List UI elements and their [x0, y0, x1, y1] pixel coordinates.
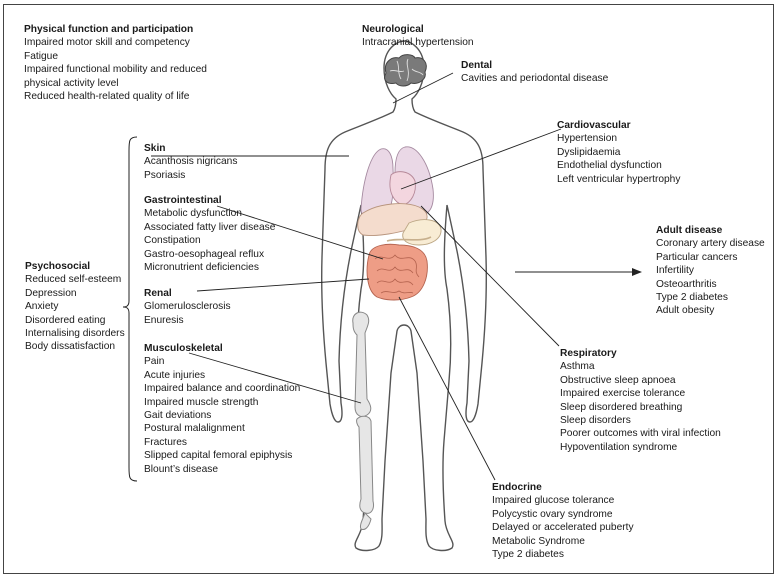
- group-item: Acute injuries: [144, 369, 206, 381]
- group-item: Type 2 diabetes: [656, 292, 728, 304]
- group-item: Postural malalignment: [144, 423, 245, 435]
- group-item: Disordered eating: [25, 314, 106, 326]
- group-title: Neurological: [362, 24, 424, 35]
- group-title: Skin: [144, 143, 166, 154]
- group-item: Impaired motor skill and competency: [24, 37, 190, 49]
- group-title: Musculoskeletal: [144, 343, 223, 354]
- group-item: Poorer outcomes with viral infection: [560, 428, 721, 440]
- group-item: Pain: [144, 356, 165, 368]
- group-item: Associated fatty liver disease: [144, 221, 276, 233]
- group-item: Impaired glucose tolerance: [492, 495, 615, 507]
- group-item: Polycystic ovary syndrome: [492, 508, 613, 520]
- group-title: Adult disease: [656, 225, 723, 236]
- group-item: Metabolic dysfunction: [144, 208, 242, 220]
- group-item: Reduced self-esteem: [25, 274, 122, 286]
- group-item: Fractures: [144, 436, 188, 448]
- group-item: Enuresis: [144, 314, 184, 326]
- group-item: Gastro-oesophageal reflux: [144, 248, 265, 260]
- brain-shape: [384, 54, 427, 87]
- group-item: Intracranial hypertension: [362, 37, 474, 49]
- group-neurological: Neurological Intracranial hypertension: [362, 23, 474, 50]
- group-item: Slipped capital femoral epiphysis: [144, 450, 293, 462]
- group-item: Anxiety: [25, 301, 59, 313]
- group-title: Physical function and participation: [24, 24, 194, 35]
- group-item: Gait deviations: [144, 410, 212, 422]
- group-item: Infertility: [656, 265, 694, 277]
- group-title: Gastrointestinal: [144, 195, 222, 206]
- group-title: Dental: [461, 60, 493, 71]
- group-item: Dyslipidaemia: [557, 146, 621, 158]
- stomach-shape: [402, 219, 442, 246]
- group-item: Impaired balance and coordination: [144, 383, 301, 395]
- group-item: Particular cancers: [656, 251, 738, 263]
- left-bracket: [122, 136, 138, 482]
- group-item: Cavities and periodontal disease: [461, 73, 609, 85]
- group-item: Metabolic Syndrome: [492, 535, 585, 547]
- figure-frame: Physical function and participation Impa…: [3, 4, 774, 574]
- group-item: Type 2 diabetes: [492, 549, 564, 561]
- group-item: Psoriasis: [144, 169, 186, 181]
- group-item: Asthma: [560, 361, 595, 373]
- group-item: Hypertension: [557, 133, 618, 145]
- group-item: Internalising disorders: [25, 328, 125, 340]
- group-title: Renal: [144, 288, 172, 299]
- group-item: Endothelial dysfunction: [557, 160, 662, 172]
- group-skin: Skin Acanthosis nigricans Psoriasis: [144, 142, 237, 182]
- group-dental: Dental Cavities and periodontal disease: [461, 59, 608, 86]
- group-title: Psychosocial: [25, 261, 91, 272]
- group-item: Osteoarthritis: [656, 278, 717, 290]
- tibia-bone: [356, 415, 374, 514]
- group-endocrine: Endocrine Impaired glucose tolerance Pol…: [492, 481, 634, 561]
- group-physical: Physical function and participation Impa…: [24, 23, 234, 103]
- group-item: Hypoventilation syndrome: [560, 441, 678, 453]
- group-item: Impaired muscle strength: [144, 396, 259, 408]
- group-item: Adult obesity: [656, 305, 715, 317]
- group-item: Reduced health-related quality of life: [24, 91, 190, 103]
- femur-bone: [352, 311, 372, 418]
- group-item: Glomerulosclerosis: [144, 301, 231, 313]
- group-item: Impaired functional mobility and reduced…: [24, 64, 207, 89]
- group-item: Acanthosis nigricans: [144, 156, 238, 168]
- body-outline: [321, 40, 487, 552]
- group-title: Endocrine: [492, 482, 542, 493]
- group-item: Sleep disorders: [560, 415, 631, 427]
- group-item: Left ventricular hypertrophy: [557, 173, 681, 185]
- group-item: Delayed or accelerated puberty: [492, 522, 634, 534]
- group-item: Constipation: [144, 235, 201, 247]
- group-renal: Renal Glomerulosclerosis Enuresis: [144, 287, 231, 327]
- group-item: Sleep disordered breathing: [560, 401, 683, 413]
- group-item: Impaired exercise tolerance: [560, 388, 686, 400]
- group-gastrointestinal: Gastrointestinal Metabolic dysfunction A…: [144, 194, 275, 274]
- group-item: Coronary artery disease: [656, 238, 765, 250]
- group-adult-disease: Adult disease Coronary artery disease Pa…: [656, 224, 765, 318]
- body-illustration: [122, 40, 642, 552]
- group-musculoskeletal: Musculoskeletal Pain Acute injuries Impa…: [144, 342, 300, 476]
- group-item: Fatigue: [24, 50, 58, 62]
- group-cardiovascular: Cardiovascular Hypertension Dyslipidaemi…: [557, 119, 680, 186]
- group-title: Respiratory: [560, 348, 617, 359]
- group-item: Depression: [25, 287, 77, 299]
- group-item: Obstructive sleep apnoea: [560, 374, 676, 386]
- group-respiratory: Respiratory Asthma Obstructive sleep apn…: [560, 347, 721, 454]
- group-item: Micronutrient deficiencies: [144, 262, 259, 274]
- group-title: Cardiovascular: [557, 120, 631, 131]
- group-item: Blount’s disease: [144, 463, 219, 475]
- group-psychosocial: Psychosocial Reduced self-esteem Depress…: [25, 260, 125, 354]
- group-item: Body dissatisfaction: [25, 341, 116, 353]
